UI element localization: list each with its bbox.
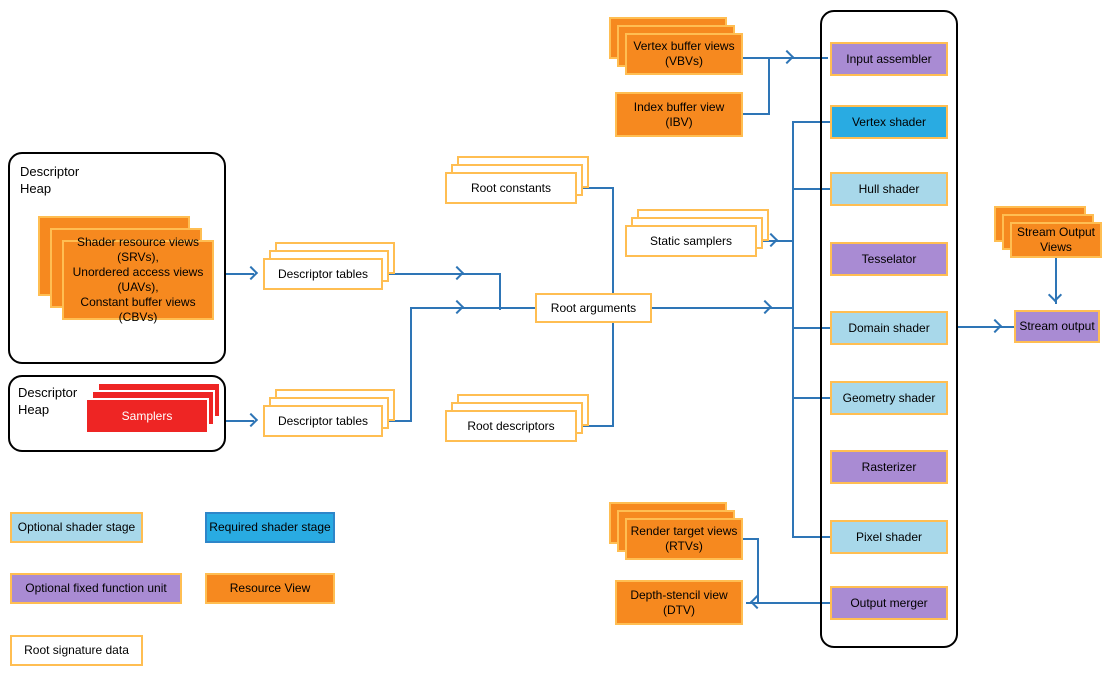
stage-input-assembler: Input assembler [830, 42, 948, 76]
connector-line [226, 420, 254, 422]
connector-line [226, 273, 254, 275]
connector-line [652, 307, 793, 309]
connector-line [383, 273, 500, 275]
arrow-right-icon [987, 318, 1003, 334]
static-samplers-label: Static samplers [625, 225, 757, 257]
stage-domain-shader: Domain shader [830, 311, 948, 345]
vertex-buffer-views-label: Vertex buffer views (VBVs) [625, 33, 743, 75]
arrow-right-icon [449, 299, 465, 315]
connector-line [792, 121, 830, 123]
connector-line [743, 538, 759, 540]
connector-line [792, 327, 830, 329]
legend-root-signature-data: Root signature data [10, 635, 143, 666]
pipeline-frame [820, 10, 958, 648]
stage-pixel-shader: Pixel shader [830, 520, 948, 554]
static-samplers-stack: Static samplers [625, 209, 769, 257]
stage-rasterizer: Rasterizer [830, 450, 948, 484]
connector-line [410, 308, 412, 422]
connector-line [743, 57, 828, 59]
connector-line [768, 57, 770, 115]
connector-line [746, 602, 830, 604]
stage-geometry-shader: Geometry shader [830, 381, 948, 415]
index-buffer-view-box: Index buffer view (IBV) [615, 92, 743, 137]
descriptor-heap-srv-title: Descriptor Heap [20, 164, 80, 196]
legend-required-shader-stage: Required shader stage [205, 512, 335, 543]
descriptor-tables-top-stack: Descriptor tables [263, 242, 395, 290]
connector-line [958, 326, 1014, 328]
descriptor-tables-bottom-label: Descriptor tables [263, 405, 383, 437]
legend-resource-view: Resource View [205, 573, 335, 604]
root-descriptors-label: Root descriptors [445, 410, 577, 442]
connector-line [743, 113, 770, 115]
root-arguments-box: Root arguments [535, 293, 652, 323]
arrow-right-icon [243, 265, 259, 281]
vertex-buffer-views-stack: Vertex buffer views (VBVs) [609, 17, 743, 75]
connector-line [577, 187, 614, 189]
srv-uav-cbv-label: Shader resource views (SRVs), Unordered … [62, 235, 214, 324]
render-target-views-stack: Render target views (RTVs) [609, 502, 743, 560]
connector-line [792, 188, 830, 190]
connector-line [612, 187, 614, 293]
srv-uav-cbv-stack: Shader resource views (SRVs), Unordered … [38, 216, 214, 324]
descriptor-tables-bottom-stack: Descriptor tables [263, 389, 395, 437]
stage-hull-shader: Hull shader [830, 172, 948, 206]
connector-line [757, 240, 793, 242]
connector-line [757, 539, 759, 604]
stream-output-views-stack: Stream Output Views [994, 206, 1102, 258]
legend-optional-fixed-function-unit: Optional fixed function unit [10, 573, 182, 604]
samplers-label: Samplers [85, 398, 209, 434]
root-constants-label: Root constants [445, 172, 577, 204]
descriptor-heap-sampler-frame [8, 375, 226, 452]
connector-line [499, 273, 501, 310]
connector-line [410, 307, 537, 309]
arrow-right-icon [757, 299, 773, 315]
render-target-views-label: Render target views (RTVs) [625, 518, 743, 560]
root-constants-stack: Root constants [445, 156, 589, 204]
connector-line [792, 121, 794, 538]
connector-line [383, 420, 412, 422]
connector-line [612, 323, 614, 427]
stage-vertex-shader: Vertex shader [830, 105, 948, 139]
arrow-right-icon [243, 412, 259, 428]
root-descriptors-stack: Root descriptors [445, 394, 589, 442]
legend-optional-shader-stage: Optional shader stage [10, 512, 143, 543]
arrow-right-icon [449, 265, 465, 281]
descriptor-heap-srv-frame [8, 152, 226, 364]
arrow-right-icon [779, 49, 795, 65]
depth-stencil-view-box: Depth-stencil view (DTV) [615, 580, 743, 625]
connector-line [1055, 258, 1057, 304]
stage-output-merger: Output merger [830, 586, 948, 620]
stream-output-views-label: Stream Output Views [1010, 222, 1102, 258]
arrow-down-icon [1047, 287, 1063, 303]
connector-line [792, 536, 830, 538]
samplers-stack: Samplers [85, 382, 221, 434]
descriptor-tables-top-label: Descriptor tables [263, 258, 383, 290]
connector-line [792, 397, 830, 399]
connector-line [577, 425, 614, 427]
descriptor-heap-sampler-title: Descriptor Heap [18, 385, 78, 417]
stage-tesselator: Tesselator [830, 242, 948, 276]
stream-output-box: Stream output [1014, 310, 1100, 343]
